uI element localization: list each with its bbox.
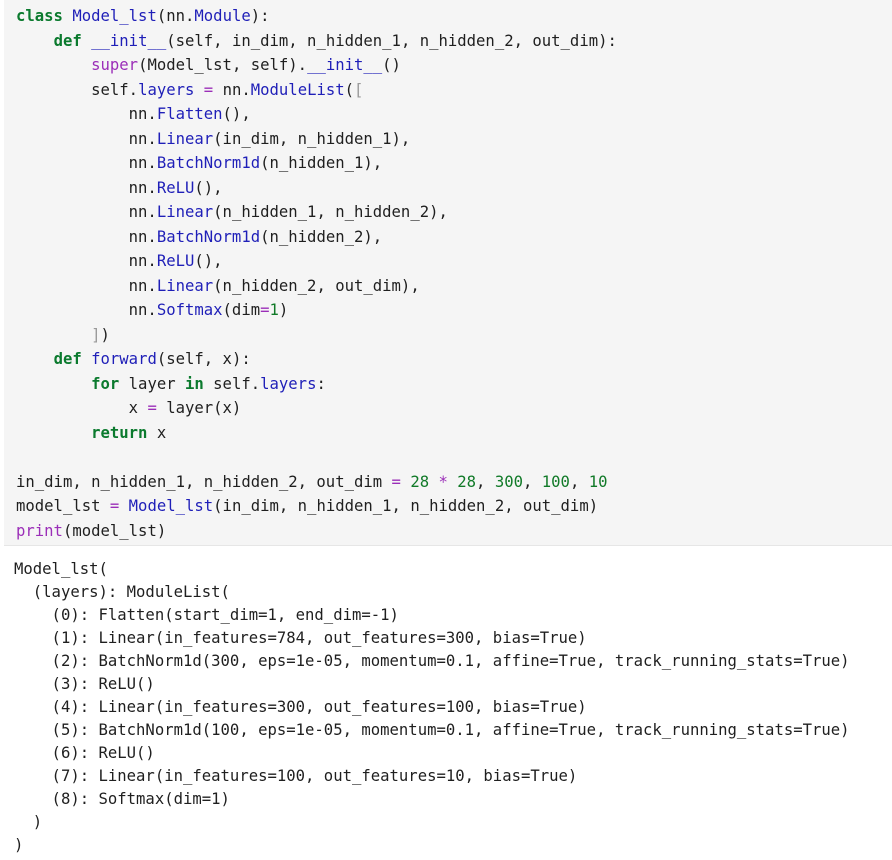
output-line: (4): Linear(in_features=300, out_feature…: [14, 698, 587, 716]
code-line: def __init__(self, in_dim, n_hidden_1, n…: [53, 31, 617, 50]
code-line: nn.Flatten(),: [16, 105, 251, 123]
output-line: (3): ReLU(): [14, 675, 155, 693]
code-line: self.layers = nn.ModuleList([: [16, 80, 364, 99]
code-line: return x: [91, 423, 167, 442]
code-line: print(model_lst): [16, 521, 167, 540]
code-line: def forward(self, x):: [53, 350, 251, 368]
code-line: model_lst = Model_lst(in_dim, n_hidden_1…: [16, 497, 599, 515]
code-line: class Model_lst(nn.Module):: [16, 7, 270, 25]
output-line: (8): Softmax(dim=1): [14, 790, 230, 808]
output-line: (6): ReLU(): [14, 744, 155, 762]
output-line: ): [14, 836, 24, 854]
output-line: (layers): ModuleList(: [14, 583, 230, 601]
code-line: nn.Linear(n_hidden_1, n_hidden_2),: [16, 203, 448, 221]
code-input-cell[interactable]: class Model_lst(nn.Module): def __init__…: [4, 0, 892, 546]
output-line: (0): Flatten(start_dim=1, end_dim=-1): [14, 606, 399, 624]
code-output-cell: Model_lst( (layers): ModuleList( (0): Fl…: [0, 548, 892, 860]
code-line: ]): [91, 325, 110, 344]
output-line: ): [14, 813, 43, 831]
output-line: (5): BatchNorm1d(100, eps=1e-05, momentu…: [14, 721, 850, 739]
code-line: x = layer(x): [16, 399, 242, 417]
code-line: nn.ReLU(),: [16, 252, 223, 270]
code-line: nn.BatchNorm1d(n_hidden_1),: [16, 154, 383, 172]
code-line: nn.BatchNorm1d(n_hidden_2),: [16, 227, 383, 246]
output-line: (2): BatchNorm1d(300, eps=1e-05, momentu…: [14, 652, 850, 670]
output-line: (7): Linear(in_features=100, out_feature…: [14, 767, 578, 785]
code-line: nn.Linear(in_dim, n_hidden_1),: [16, 129, 411, 148]
output-line: Model_lst(: [14, 560, 108, 578]
code-line: super(Model_lst, self).__init__(): [91, 56, 401, 74]
code-line: in_dim, n_hidden_1, n_hidden_2, out_dim …: [16, 472, 608, 491]
code-line: for layer in self.layers:: [91, 374, 326, 393]
code-line: nn.ReLU(),: [16, 178, 223, 197]
output-line: (1): Linear(in_features=784, out_feature…: [14, 629, 587, 647]
code-line: nn.Softmax(dim=1): [16, 301, 289, 319]
code-line: nn.Linear(n_hidden_2, out_dim),: [16, 276, 420, 295]
